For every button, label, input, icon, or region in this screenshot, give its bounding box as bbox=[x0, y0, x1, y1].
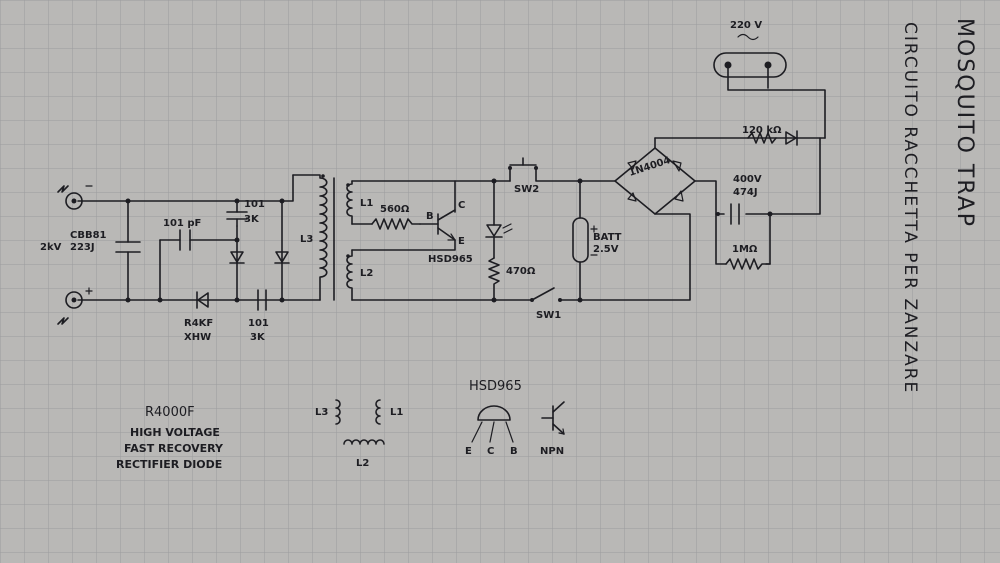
legend-diode: R4000F HIGH VOLTAGE FAST RECOVERY RECTIF… bbox=[116, 405, 224, 471]
diode-r4kf: R4KF XHW bbox=[184, 291, 213, 343]
legend-diode-line-1: HIGH VOLTAGE bbox=[130, 426, 220, 439]
cap-3k-bottom-label: 3K bbox=[250, 332, 266, 343]
switch-sw2: SW2 bbox=[493, 157, 581, 195]
legend-l1-label: L1 bbox=[390, 407, 403, 418]
coil-l1: L1 bbox=[346, 180, 373, 225]
legend-l2-label: L2 bbox=[356, 458, 369, 469]
r-560-label: 560Ω bbox=[380, 204, 410, 215]
mains-label: 220 V bbox=[730, 20, 762, 31]
transistor-label: HSD965 bbox=[428, 254, 473, 265]
capacitor-101-3k-bottom: 101 3K bbox=[248, 289, 269, 343]
legend-transistor: HSD965 E C B NPN bbox=[465, 379, 565, 457]
legend-pin-c: C bbox=[487, 446, 494, 457]
diode-xhw-label: XHW bbox=[184, 332, 211, 343]
coil-l3-label: L3 bbox=[300, 234, 313, 245]
mains-plug: 220 V bbox=[713, 20, 787, 78]
cap-cbb81-label: CBB81 bbox=[70, 230, 107, 241]
legend-transistor-title: HSD965 bbox=[469, 379, 522, 394]
transistor-stage-wires bbox=[351, 180, 495, 301]
coil-l1-label: L1 bbox=[360, 198, 373, 209]
switch-sw1: SW1 bbox=[493, 287, 581, 321]
page-subtitle: CIRCUITO RACCHETTA PER ZANZARE bbox=[900, 22, 920, 394]
legend-diode-title: R4000F bbox=[145, 405, 195, 420]
led-indicator bbox=[485, 178, 513, 259]
resistor-1m: 1MΩ bbox=[725, 244, 771, 270]
page-title: MOSQUITO TRAP bbox=[952, 18, 977, 228]
battery: BATT 2.5V bbox=[572, 178, 622, 303]
transistor-hsd965: B C E HSD965 bbox=[426, 200, 473, 265]
batt-label: BATT bbox=[593, 232, 622, 243]
cap-223j-label: 223J bbox=[70, 242, 95, 253]
diode-multiplier-2 bbox=[274, 251, 290, 264]
hv-wiring bbox=[77, 174, 321, 303]
legend-l3-label: L3 bbox=[315, 407, 328, 418]
coil-l2: L2 bbox=[346, 249, 373, 301]
r-1m-label: 1MΩ bbox=[732, 244, 758, 255]
cap-101-top-label: 101 bbox=[244, 199, 265, 210]
coil-l2-label: L2 bbox=[360, 268, 373, 279]
resistor-120k: 120 kΩ bbox=[742, 125, 782, 144]
cap-3k-top-label: 3K bbox=[244, 214, 260, 225]
pin-e-label: E bbox=[458, 236, 465, 247]
capacitor-101-3k-top: 101 3K bbox=[226, 199, 265, 227]
cap-474j-label: 474J bbox=[733, 187, 758, 198]
capacitor-cbb81: CBB81 2kV 223J bbox=[40, 230, 141, 253]
capacitor-474j: 400V 474J bbox=[716, 174, 762, 225]
r-120k-label: 120 kΩ bbox=[742, 125, 782, 136]
electrode-minus bbox=[57, 185, 93, 210]
ac-tilde-icon bbox=[737, 33, 759, 41]
cap-101pf-label: 101 pF bbox=[163, 218, 201, 229]
batt-voltage-label: 2.5V bbox=[593, 244, 619, 255]
coil-l3: L3 bbox=[292, 174, 335, 301]
cap-400v-label: 400V bbox=[733, 174, 762, 185]
sw2-label: SW2 bbox=[514, 184, 539, 195]
legend-npn: NPN bbox=[540, 446, 564, 457]
cap-101-bottom-label: 101 bbox=[248, 318, 269, 329]
diode-r4kf-label: R4KF bbox=[184, 318, 213, 329]
capacitor-101pf: 101 pF bbox=[159, 218, 201, 251]
electrode-plus bbox=[57, 287, 93, 325]
legend-diode-line-3: RECTIFIER DIODE bbox=[116, 458, 222, 471]
cap-2kv-label: 2kV bbox=[40, 242, 62, 253]
sw1-label: SW1 bbox=[536, 310, 561, 321]
diode-120k-series-icon bbox=[785, 130, 798, 146]
legend-pin-e: E bbox=[465, 446, 472, 457]
legend-pin-b: B bbox=[510, 446, 518, 457]
diode-multiplier-1 bbox=[229, 251, 245, 264]
r-470-label: 470Ω bbox=[506, 266, 536, 277]
pin-c-label: C bbox=[458, 200, 465, 211]
legend-diode-line-2: FAST RECOVERY bbox=[124, 442, 224, 455]
resistor-560: 560Ω bbox=[371, 204, 421, 230]
pin-b-label: B bbox=[426, 211, 434, 222]
legend-coils: L3 L1 L2 bbox=[315, 399, 403, 469]
